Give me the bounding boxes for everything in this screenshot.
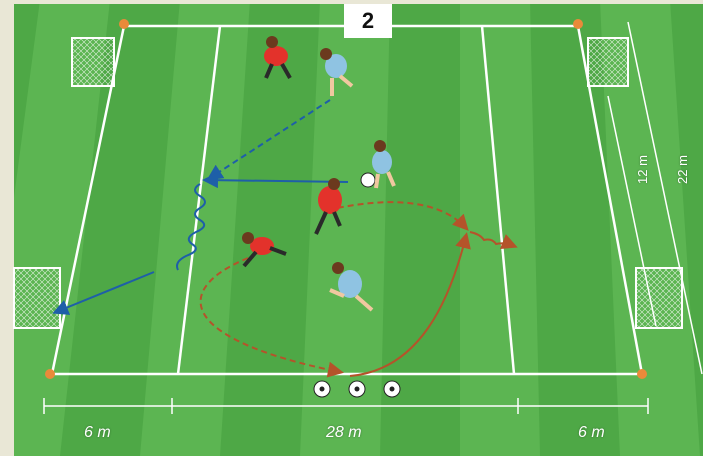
dimension-right-zone: 6 m (578, 424, 605, 441)
run-arrows (199, 201, 518, 378)
dimension-goal-zone-width: 12 m (634, 155, 650, 184)
pass-arrows (52, 99, 349, 315)
goal-icon (13, 37, 683, 329)
player-blue-2 (372, 140, 396, 189)
dimension-left-zone: 6 m (84, 424, 111, 441)
dimension-middle-zone: 28 m (326, 424, 362, 441)
player-icon (242, 36, 396, 312)
player-red-3 (242, 232, 287, 268)
cone-icon (45, 19, 647, 379)
figure-number: 2 (344, 4, 392, 38)
player-red-2 (314, 178, 342, 235)
player-red-1 (264, 36, 292, 79)
ball-icon (313, 172, 401, 398)
dimension-field-width: 22 m (674, 155, 690, 184)
player-blue-3 (329, 262, 374, 312)
player-blue-1 (320, 48, 354, 96)
